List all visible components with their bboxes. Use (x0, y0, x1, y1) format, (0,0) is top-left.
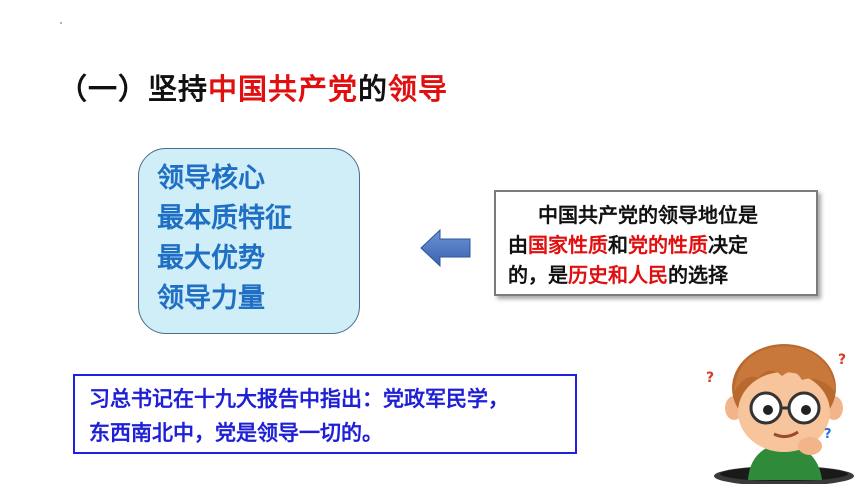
core-line-2: 最本质特征 (157, 203, 292, 234)
highlight-history-people: 历史和人民 (568, 263, 668, 287)
highlight-state-nature: 国家性质 (528, 233, 608, 257)
status-l3-a: 的，是 (508, 263, 568, 287)
status-line-2: 由国家性质和党的性质决定 (508, 230, 808, 260)
svg-text:?: ? (824, 427, 832, 442)
status-l2-a: 由 (508, 233, 528, 257)
decorative-dot (60, 22, 62, 24)
title-highlight-party: 中国共产党 (208, 72, 359, 106)
highlight-party-nature: 党的性质 (628, 233, 708, 257)
left-arrow-icon (420, 228, 471, 268)
core-line-4: 领导力量 (157, 283, 265, 314)
quote-line-1: 习总书记在十九大报告中指出：党政军民学， (89, 387, 509, 411)
title-highlight-leadership: 领导 (388, 72, 449, 106)
title-middle: 的 (358, 72, 389, 106)
quote-line-2: 东西南北中，党是领导一切的。 (89, 421, 383, 445)
core-attributes-box: 领导核心 最本质特征 最大优势 领导力量 (138, 148, 360, 334)
status-line-3: 的，是历史和人民的选择 (508, 260, 808, 290)
leadership-status-box: 中国共产党的领导地位是 由国家性质和党的性质决定 的，是历史和人民的选择 (494, 190, 818, 296)
page-title: （一）坚持中国共产党的领导 (58, 66, 448, 108)
quote-box: 习总书记在十九大报告中指出：党政军民学， 东西南北中，党是领导一切的。 (73, 374, 577, 454)
core-line-3: 最大优势 (157, 243, 265, 274)
status-l2-b: 和 (608, 233, 628, 257)
core-line-1: 领导核心 (157, 163, 265, 194)
svg-text:?: ? (706, 370, 714, 386)
status-l3-b: 的选择 (668, 263, 728, 287)
title-prefix: （一）坚持 (58, 72, 209, 106)
status-l2-c: 决定 (708, 233, 748, 257)
status-line-1: 中国共产党的领导地位是 (538, 203, 758, 227)
svg-text:?: ? (838, 352, 846, 368)
thinking-boy-illustration: ? ? ? (706, 344, 854, 484)
